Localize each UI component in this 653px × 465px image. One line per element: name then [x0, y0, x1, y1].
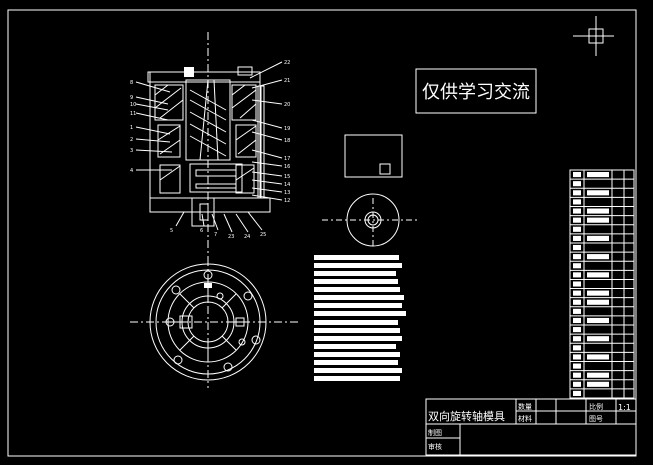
parts-row-name	[587, 290, 609, 296]
parts-row-name	[587, 272, 609, 278]
svg-text:8: 8	[130, 80, 133, 86]
svg-text:20: 20	[284, 102, 290, 108]
parts-row-name	[587, 354, 609, 360]
parts-row-number	[573, 363, 581, 369]
row-label-checked: 审核	[428, 442, 442, 451]
svg-text:25: 25	[260, 232, 266, 238]
parts-row-number	[573, 235, 581, 241]
parts-row-number	[573, 172, 581, 178]
drawing-border	[7, 9, 637, 457]
scale-value: 1:1	[618, 403, 631, 412]
parts-row-number	[573, 199, 581, 205]
parts-row-name	[587, 372, 609, 378]
svg-text:19: 19	[284, 126, 290, 132]
svg-text:15: 15	[284, 174, 290, 180]
parts-row-name	[587, 235, 609, 241]
parts-row-name	[587, 299, 609, 305]
svg-text:14: 14	[284, 182, 290, 188]
parts-row-number	[573, 272, 581, 278]
parts-row-number	[573, 372, 581, 378]
parts-row-name	[587, 208, 609, 214]
parts-row-name	[587, 317, 609, 324]
parts-row-number	[573, 336, 581, 342]
mid-label-material: 材料	[518, 414, 532, 423]
parts-row-number	[573, 290, 581, 296]
parts-list-rows	[570, 169, 634, 396]
parts-row-number	[573, 208, 581, 214]
parts-row-number	[573, 381, 581, 387]
parts-row-number	[573, 308, 581, 314]
title-block: 双向旋转轴模具 数量 材料 比例 图号 1:1 制图 审核	[425, 398, 637, 456]
parts-row-name	[587, 336, 609, 342]
parts-row-number	[573, 281, 581, 287]
parts-row-number	[573, 327, 581, 333]
plan-view	[130, 258, 300, 388]
svg-text:9: 9	[130, 95, 133, 101]
parts-row-name	[587, 190, 609, 196]
svg-text:12: 12	[284, 198, 290, 204]
svg-text:21: 21	[284, 78, 290, 84]
right-label-scale: 比例	[589, 402, 603, 411]
svg-text:13: 13	[284, 190, 290, 196]
parts-row-number	[573, 217, 581, 223]
svg-text:3: 3	[130, 148, 133, 154]
svg-text:11: 11	[130, 111, 136, 117]
parts-row-number	[573, 345, 581, 351]
technical-notes	[314, 255, 406, 381]
parts-row-number	[573, 254, 581, 260]
parts-row-number	[573, 244, 581, 251]
parts-row-number	[573, 181, 581, 187]
svg-text:6: 6	[200, 228, 203, 234]
svg-text:16: 16	[284, 164, 290, 170]
parts-row-name	[587, 172, 609, 178]
row-label-drawn: 制图	[428, 428, 442, 437]
parts-row-number	[573, 354, 581, 360]
parts-row-number	[573, 226, 581, 232]
parts-row-name	[587, 217, 609, 223]
side-view	[322, 134, 420, 248]
drawing-title: 双向旋转轴模具	[428, 409, 505, 423]
svg-text:5: 5	[170, 228, 173, 234]
watermark-box: 仅供学习交流	[415, 68, 537, 114]
svg-text:1: 1	[130, 125, 133, 131]
parts-row-number	[573, 190, 581, 196]
parts-row-name	[587, 381, 609, 387]
crosshair-cursor-icon	[573, 16, 614, 56]
svg-text:7: 7	[214, 232, 217, 238]
parts-row-number	[573, 317, 581, 324]
svg-text:24: 24	[244, 234, 250, 240]
watermark-text: 仅供学习交流	[422, 82, 530, 103]
parts-row-number	[573, 299, 581, 305]
svg-text:18: 18	[284, 138, 290, 144]
parts-row-number	[573, 390, 581, 396]
svg-text:10: 10	[130, 102, 136, 108]
svg-text:22: 22	[284, 60, 290, 66]
right-label-drawing-no: 图号	[589, 415, 603, 423]
svg-text:2: 2	[130, 137, 133, 143]
parts-row-number	[573, 263, 581, 269]
parts-row-name	[587, 254, 609, 260]
mid-label-quantity: 数量	[518, 402, 532, 411]
svg-text:23: 23	[228, 234, 234, 240]
svg-text:4: 4	[130, 168, 133, 174]
svg-text:17: 17	[284, 156, 290, 162]
